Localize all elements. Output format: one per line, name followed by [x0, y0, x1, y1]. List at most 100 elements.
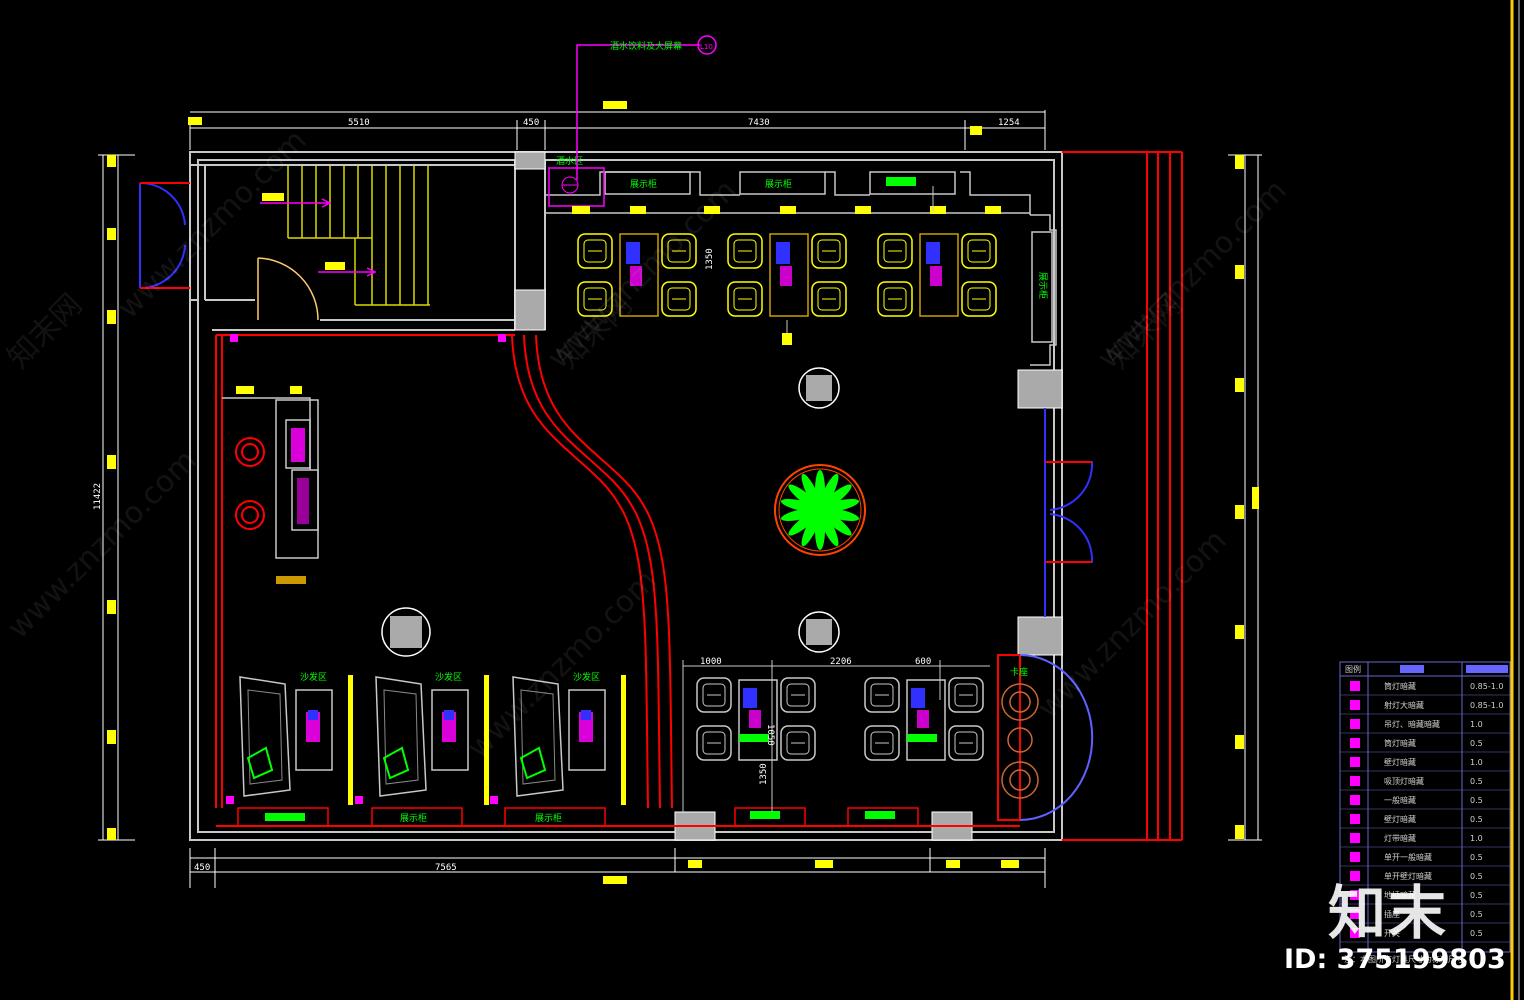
table-lamp-icon — [911, 688, 925, 708]
green-light-strip — [739, 734, 769, 742]
label-sofa-1: 沙发区 — [300, 671, 327, 683]
sofa — [512, 676, 564, 797]
divider-screen — [621, 675, 626, 805]
chair — [696, 677, 732, 713]
chair-seat — [702, 683, 726, 707]
legend-row-value: 0.85-1.0 — [1470, 682, 1503, 691]
green-light-strip — [907, 734, 937, 742]
legend-row-name: 单开壁灯暗藏 — [1384, 871, 1432, 881]
bottom-dimension-line — [189, 848, 1046, 888]
chair — [948, 725, 984, 761]
label-bottom-cabinet-1: 展示柜 — [400, 812, 427, 824]
left-door-frame — [140, 182, 190, 289]
dining-set — [727, 233, 847, 317]
right-wall-cabinet — [1030, 214, 1057, 366]
label-top-cabinet-2: 展示柜 — [765, 178, 792, 190]
reception-screen — [291, 428, 305, 462]
legend-row-name: 壁灯暗藏 — [1384, 757, 1416, 767]
chair — [577, 233, 613, 269]
chair-seat — [954, 683, 978, 707]
legend-row-name: 开关 — [1384, 928, 1400, 938]
table-lamp-icon — [444, 710, 454, 720]
bar-fixture-icon — [561, 176, 579, 194]
chair-seat — [786, 731, 810, 755]
chair — [948, 677, 984, 713]
legend-header: 图例 — [1345, 664, 1361, 674]
chair-seat — [870, 731, 894, 755]
legend-symbol-icon — [1350, 928, 1360, 938]
central-planter — [774, 464, 866, 556]
plant-pot — [519, 746, 547, 780]
chair-seat — [583, 239, 607, 263]
dim-left: 11422 — [93, 483, 103, 510]
dining-table — [919, 233, 959, 317]
legend-row-value: 0.5 — [1470, 910, 1483, 919]
legend-row-name: 吸顶灯暗藏 — [1384, 776, 1424, 786]
legend-symbol-icon — [1350, 852, 1360, 862]
table-light-icon — [749, 710, 761, 728]
legend-row-value: 1.0 — [1470, 758, 1483, 767]
legend-row-name: 射灯大暗藏 — [1384, 700, 1424, 710]
legend-row-name: 筒灯暗藏 — [1384, 738, 1416, 748]
legend-row-value: 0.5 — [1470, 739, 1483, 748]
chair — [661, 281, 697, 317]
dim-bottom-1: 450 — [194, 863, 210, 873]
coffee-table — [568, 689, 606, 771]
plant-leaf — [818, 473, 839, 511]
dim-bottom-2: 7565 — [435, 863, 457, 873]
table-light-icon — [917, 710, 929, 728]
table-light-icon — [630, 266, 642, 286]
lower-dim-line — [682, 660, 990, 812]
table-light-icon — [930, 266, 942, 286]
legend-row-name: 插座 — [1384, 909, 1400, 919]
table-lamp-icon — [308, 710, 318, 720]
plant-leaf — [788, 484, 821, 511]
legend-symbol-icon — [1350, 681, 1360, 691]
legend-row-value: 0.5 — [1470, 929, 1483, 938]
legend-row-value: 0.85-1.0 — [1470, 701, 1503, 710]
chair — [780, 677, 816, 713]
legend-row-value: 1.0 — [1470, 834, 1483, 843]
chair — [696, 725, 732, 761]
legend-row-name: 筒灯暗藏 — [1384, 681, 1416, 691]
legend-row-value: 0.5 — [1470, 796, 1483, 805]
bar-stools — [235, 437, 265, 530]
legend-symbol-icon — [1350, 833, 1360, 843]
dining-set — [696, 677, 816, 761]
chair — [864, 725, 900, 761]
divider-screen — [484, 675, 489, 805]
legend-row-value: 0.5 — [1470, 777, 1483, 786]
outer-walls — [189, 151, 1063, 841]
sofa-cushion — [247, 689, 283, 785]
green-light-strip — [865, 811, 895, 819]
chair — [780, 725, 816, 761]
chair-seat — [883, 239, 907, 263]
stair-direction-arrows — [260, 198, 377, 277]
top-dimension-line — [189, 110, 1046, 150]
legend-symbol-icon — [1350, 738, 1360, 748]
table-lamp-icon — [776, 242, 790, 264]
sofa — [375, 676, 427, 797]
chair-seat — [702, 731, 726, 755]
chair-seat — [870, 683, 894, 707]
dim-vertical-2: 1350 — [759, 763, 769, 785]
left-dimension-line — [98, 154, 135, 841]
chair-seat — [883, 287, 907, 311]
sofa-set — [239, 675, 353, 805]
reception-marker — [276, 576, 306, 584]
stair-marker — [325, 262, 345, 270]
sofa — [239, 676, 291, 797]
stair-door — [257, 257, 319, 321]
plant-leaf — [801, 473, 822, 511]
chair-seat — [967, 239, 991, 263]
chair-seat — [817, 287, 841, 311]
top-row-markers — [236, 206, 1001, 394]
plant-pot — [246, 746, 274, 780]
table-lamp-icon — [926, 242, 940, 264]
legend-row-name: 灯带暗藏 — [1384, 833, 1416, 843]
lower-dining-sets — [696, 677, 984, 761]
sofa-cushion — [520, 689, 556, 785]
legend-row-name: 一般暗藏 — [1384, 795, 1416, 805]
watermark-brand: 知末网 — [1, 287, 89, 375]
